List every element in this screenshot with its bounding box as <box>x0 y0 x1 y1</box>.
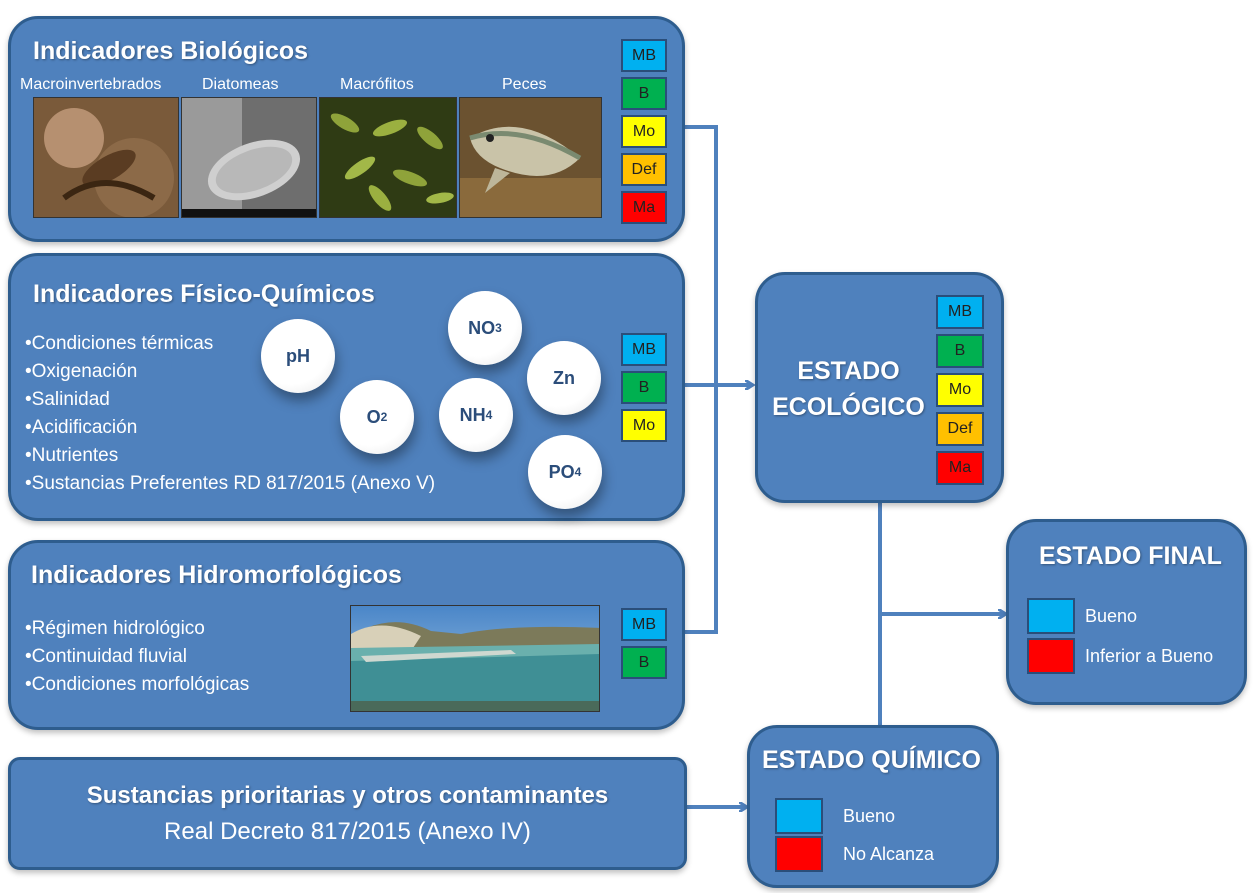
photo-label-macroinvertebrados: Macroinvertebrados <box>20 76 162 93</box>
estado-quimico-title: ESTADO QUÍMICO <box>762 746 981 774</box>
grade-def: Def <box>621 153 667 186</box>
grade-mb: MB <box>621 39 667 72</box>
bubble-zn: Zn <box>527 341 601 415</box>
bubble-ph: pH <box>261 319 335 393</box>
estado-quimico-panel: ESTADO QUÍMICO Bueno No Alcanza <box>747 725 999 888</box>
estado-ecologico-panel: ESTADO ECOLÓGICO MB B Mo Def Ma <box>755 272 1004 503</box>
hidro-connector <box>684 385 718 634</box>
legend-bueno: Bueno <box>1027 598 1137 634</box>
legend-inferior: Inferior a Bueno <box>1027 638 1213 674</box>
hidromorfologicos-panel: Indicadores Hidromorfológicos •Régimen h… <box>8 540 685 730</box>
grade-ma: Ma <box>936 451 984 485</box>
estado-ecologico-title: ESTADO ECOLÓGICO <box>772 357 925 421</box>
biologicos-grade-scale: MB B Mo Def Ma <box>621 39 667 229</box>
swatch-no-alcanza <box>775 836 823 872</box>
grade-b: B <box>621 646 667 679</box>
bullet: •Sustancias Preferentes RD 817/2015 (Ane… <box>25 473 436 494</box>
grade-mb: MB <box>621 608 667 641</box>
grade-b: B <box>621 371 667 404</box>
biologicos-panel: Indicadores Biológicos Macroinvertebrado… <box>8 16 685 242</box>
bullet: •Salinidad <box>25 389 110 410</box>
fisicoquimicos-bullets: •Condiciones térmicas •Oxigenación •Sali… <box>25 330 435 498</box>
hidromorfologicos-title: Indicadores Hidromorfológicos <box>31 561 402 589</box>
bio-connector <box>684 125 718 385</box>
grade-b: B <box>621 77 667 110</box>
legend-label: Bueno <box>843 805 896 826</box>
bullet: •Régimen hidrológico <box>25 618 205 639</box>
bullet: •Oxigenación <box>25 361 138 382</box>
macrofitos-photo <box>319 97 457 218</box>
sustancias-panel: Sustancias prioritarias y otros contamin… <box>8 757 687 870</box>
swatch-bueno <box>775 798 823 834</box>
grade-mo: Mo <box>936 373 984 407</box>
estado-final-panel: ESTADO FINAL Bueno Inferior a Bueno <box>1006 519 1247 705</box>
grade-b: B <box>936 334 984 368</box>
grade-def: Def <box>936 412 984 446</box>
diatomeas-photo <box>181 97 317 218</box>
bullet: •Acidificación <box>25 417 138 438</box>
photo-label-macrofitos: Macrófitos <box>340 76 414 93</box>
fisicoquimicos-panel: Indicadores Físico-Químicos •Condiciones… <box>8 253 685 521</box>
grade-ma: Ma <box>621 191 667 224</box>
swatch-inferior <box>1027 638 1075 674</box>
fisicoquimicos-title: Indicadores Físico-Químicos <box>33 280 375 308</box>
biologicos-title: Indicadores Biológicos <box>33 37 309 65</box>
grade-mo: Mo <box>621 115 667 148</box>
grade-mo: Mo <box>621 409 667 442</box>
fisicoquimicos-grade-scale: MB B Mo <box>621 333 667 447</box>
peces-photo <box>459 97 602 218</box>
bullet: •Condiciones morfológicas <box>25 674 250 695</box>
photo-label-diatomeas: Diatomeas <box>202 76 279 93</box>
river-photo <box>350 605 600 712</box>
bullet: •Continuidad fluvial <box>25 646 187 667</box>
legend-bueno: Bueno <box>775 798 895 834</box>
estado-final-title: ESTADO FINAL <box>1039 542 1222 570</box>
bullet: •Nutrientes <box>25 445 119 466</box>
legend-label: No Alcanza <box>843 843 935 864</box>
photo-label-peces: Peces <box>502 76 547 93</box>
hidromorfologicos-bullets: •Régimen hidrológico •Continuidad fluvia… <box>25 615 249 699</box>
sustancias-title: Sustancias prioritarias y otros contamin… <box>86 782 609 809</box>
bullet: •Condiciones térmicas <box>25 333 214 354</box>
legend-label: Inferior a Bueno <box>1085 645 1214 666</box>
legend-no-alcanza: No Alcanza <box>775 836 934 872</box>
grade-mb: MB <box>936 295 984 329</box>
hidromorfologicos-grade-scale: MB B <box>621 608 667 684</box>
estado-ecologico-grade-scale: MB B Mo Def Ma <box>936 295 984 490</box>
swatch-bueno <box>1027 598 1075 634</box>
grade-mb: MB <box>621 333 667 366</box>
sustancias-subtitle: Real Decreto 817/2015 (Anexo IV) <box>164 818 531 845</box>
legend-label: Bueno <box>1085 605 1138 626</box>
macroinvertebrados-photo <box>33 97 179 218</box>
